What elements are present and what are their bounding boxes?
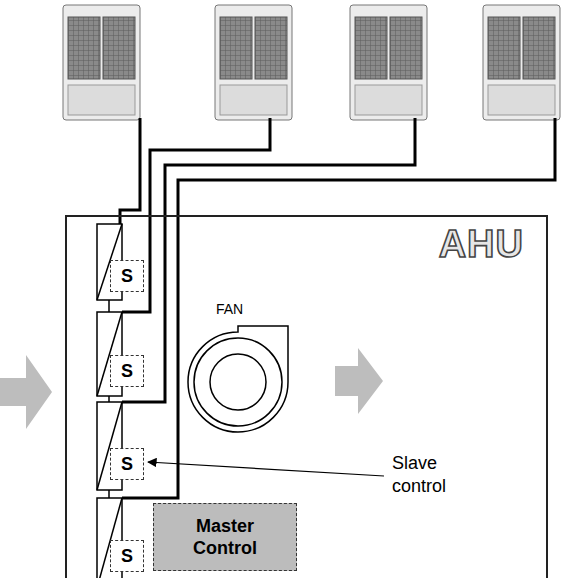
outdoor-unit [483,5,560,120]
slave-control: S [110,540,144,572]
slave-control: S [110,355,144,387]
unit-title: AHU [439,223,524,266]
control-label: S [121,455,133,473]
slave-control: S [110,260,144,292]
master-control: Master Control [153,503,297,571]
ahu-housing: AHU S S S S Master Control [65,215,548,578]
outdoor-unit [350,5,427,120]
control-label: Master Control [180,515,270,560]
control-label: S [121,267,133,285]
callout-label: Slave control [392,452,472,499]
control-label: S [121,547,133,565]
outdoor-unit [215,5,292,120]
slave-control: S [110,448,144,480]
fan-label: FAN [216,300,243,318]
airflow-arrow [335,348,383,414]
fan [188,326,288,432]
airflow-arrow [0,355,52,429]
outdoor-unit [63,5,140,120]
control-label: S [121,362,133,380]
refrigerant-pipe [120,118,555,498]
leader-line [148,462,384,476]
